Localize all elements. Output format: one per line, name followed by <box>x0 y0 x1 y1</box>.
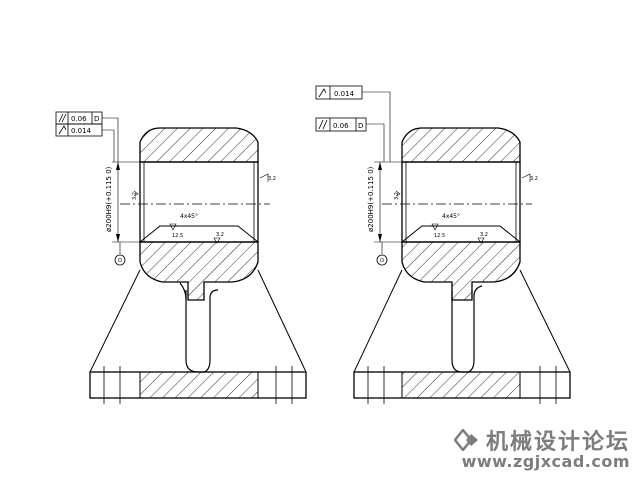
section-view-left: ø200H9(+0.115 0) D 3.2 3.2 4x45° 12.5 3.… <box>55 111 307 404</box>
chamfer-profile <box>139 225 259 243</box>
parallel-icon <box>318 119 324 130</box>
fcf-top-value: 0.014 <box>334 90 355 98</box>
watermark-url: www.zgjxcad.com <box>461 452 630 471</box>
top-rim-section <box>401 127 521 163</box>
rib-right <box>257 269 307 373</box>
bore-dimension: ø200H9(+0.115 0) <box>367 166 375 232</box>
arrow-top <box>116 162 120 170</box>
roughness-right-symbol <box>259 173 269 182</box>
fcf-top-datum: D <box>94 115 99 123</box>
roughness-bottom-right: 3.2 <box>480 232 488 238</box>
fcf-leader-2 <box>366 123 385 162</box>
diamond-logo-icon <box>453 429 478 451</box>
section-view-right: ø200H9(+0.115 0) D 3.2 3.2 4x45° 12.5 3.… <box>315 85 571 404</box>
roughness-bore: 3.2 <box>132 192 138 200</box>
chamfer-label: 4x45° <box>180 213 198 220</box>
web-outline <box>451 285 483 373</box>
fcf-top-frame <box>315 85 363 100</box>
runout-icon <box>318 88 327 98</box>
base-flange-section <box>139 371 259 399</box>
hub-section <box>401 241 521 301</box>
roughness-bottom-right-symbol <box>213 237 221 244</box>
rib-left <box>89 269 141 373</box>
datum-circle <box>376 254 388 266</box>
rib-left <box>353 269 403 373</box>
fcf-leader <box>102 117 119 162</box>
roughness-bottom-left: 12.5 <box>434 233 445 239</box>
bore-outline <box>139 161 259 243</box>
roughness-right-symbol <box>521 173 531 182</box>
base-flange-section <box>401 371 521 399</box>
parallel-icon <box>58 113 64 123</box>
runout-icon <box>58 125 67 135</box>
bore-dimension: ø200H9(+0.115 0) <box>105 166 113 232</box>
fcf-bottom-frame <box>315 117 367 132</box>
bore-outline <box>401 161 521 243</box>
fcf-leader <box>362 91 391 162</box>
fcf-leader-2 <box>102 129 115 162</box>
roughness-bore-symbol <box>133 190 139 197</box>
datum-circle <box>114 254 126 266</box>
web-outline <box>185 289 219 373</box>
top-rim-section <box>139 127 259 163</box>
roughness-right: 3.2 <box>268 176 276 182</box>
rib-right <box>519 269 571 373</box>
chamfer-profile <box>401 225 521 243</box>
roughness-right: 3.2 <box>530 176 538 182</box>
roughness-bottom-left: 12.5 <box>172 233 183 239</box>
fcf-bottom-value: 0.06 <box>333 122 349 130</box>
chamfer-label: 4x45° <box>442 213 460 220</box>
roughness-bottom-left-symbol <box>169 223 177 231</box>
fcf-top-value: 0.06 <box>71 115 87 123</box>
roughness-bore: 3.2 <box>394 192 400 200</box>
web-left-edge <box>179 282 187 301</box>
watermark-title: 机械设计论坛 <box>453 424 630 456</box>
fcf-bottom-value: 0.014 <box>71 127 92 135</box>
roughness-bottom-right: 3.2 <box>216 232 224 238</box>
watermark-title-text: 机械设计论坛 <box>485 429 630 455</box>
fcf-bottom-datum: D <box>358 122 363 130</box>
hub-section <box>139 241 259 301</box>
datum-label: D <box>118 258 124 262</box>
datum-label: D <box>380 258 386 262</box>
arrow-bottom <box>116 234 120 242</box>
